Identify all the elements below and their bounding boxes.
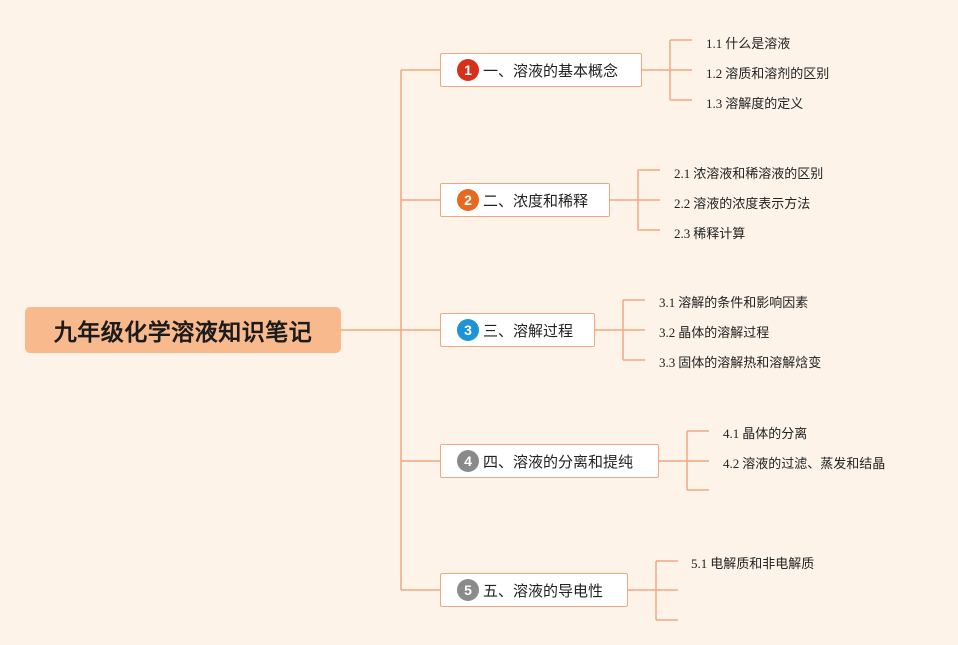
number-badge-icon: 5 <box>457 579 479 601</box>
number-badge-icon: 2 <box>457 189 479 211</box>
subtopic-number: 2.1 <box>674 166 691 181</box>
subtopic-number: 2.3 <box>674 226 691 241</box>
subtopic-number: 3.3 <box>659 355 676 370</box>
subtopic-number: 2.2 <box>674 196 691 211</box>
subtopic-number: 1.2 <box>706 66 723 81</box>
subtopic-label: 晶体的溶解过程 <box>678 326 770 341</box>
subtopic-number: 3.2 <box>659 325 676 340</box>
subtopic-label: 溶解度的定义 <box>725 97 804 112</box>
branch-topic-5[interactable]: 5 五、溶液的导电性 <box>440 573 628 607</box>
subtopic-label: 什么是溶液 <box>725 37 791 52</box>
subtopic-label: 溶液的过滤、蒸发和结晶 <box>742 457 886 472</box>
subtopic-number: 1.1 <box>706 36 723 51</box>
branch-label: 三、溶解过程 <box>483 321 574 340</box>
subtopic-number: 1.3 <box>706 96 723 111</box>
subtopic-number: 5.1 <box>691 556 708 571</box>
subtopic-label: 浓溶液和稀溶液的区别 <box>693 167 824 182</box>
number-badge-icon: 3 <box>457 319 479 341</box>
branch-topic-1[interactable]: 1 一、溶液的基本概念 <box>440 53 642 87</box>
subtopic-label: 晶体的分离 <box>742 427 808 442</box>
subtopic-label: 溶液的浓度表示方法 <box>693 197 811 212</box>
branch-label: 一、溶液的基本概念 <box>483 61 619 80</box>
subtopic-label: 溶质和溶剂的区别 <box>725 67 830 82</box>
branch-topic-2[interactable]: 2 二、浓度和稀释 <box>440 183 610 217</box>
branch-label: 二、浓度和稀释 <box>483 191 589 210</box>
subtopic-label: 固体的溶解热和溶解焓变 <box>678 356 822 371</box>
root-topic[interactable]: 九年级化学溶液知识笔记 <box>25 307 341 353</box>
branch-topic-3[interactable]: 3 三、溶解过程 <box>440 313 595 347</box>
subtopic-label: 溶解的条件和影响因素 <box>678 296 809 311</box>
branch-label: 四、溶液的分离和提纯 <box>483 452 634 471</box>
subtopic-number: 4.2 <box>723 456 740 471</box>
subtopic-number: 3.1 <box>659 295 676 310</box>
subtopic-label: 稀释计算 <box>693 227 746 242</box>
root-title: 九年级化学溶液知识笔记 <box>53 320 313 346</box>
branch-label: 五、溶液的导电性 <box>483 581 604 600</box>
branch-topic-4[interactable]: 4 四、溶液的分离和提纯 <box>440 444 659 478</box>
subtopic-label: 电解质和非电解质 <box>710 557 815 572</box>
number-badge-icon: 1 <box>457 59 479 81</box>
subtopic-number: 4.1 <box>723 426 740 441</box>
number-badge-icon: 4 <box>457 450 479 472</box>
